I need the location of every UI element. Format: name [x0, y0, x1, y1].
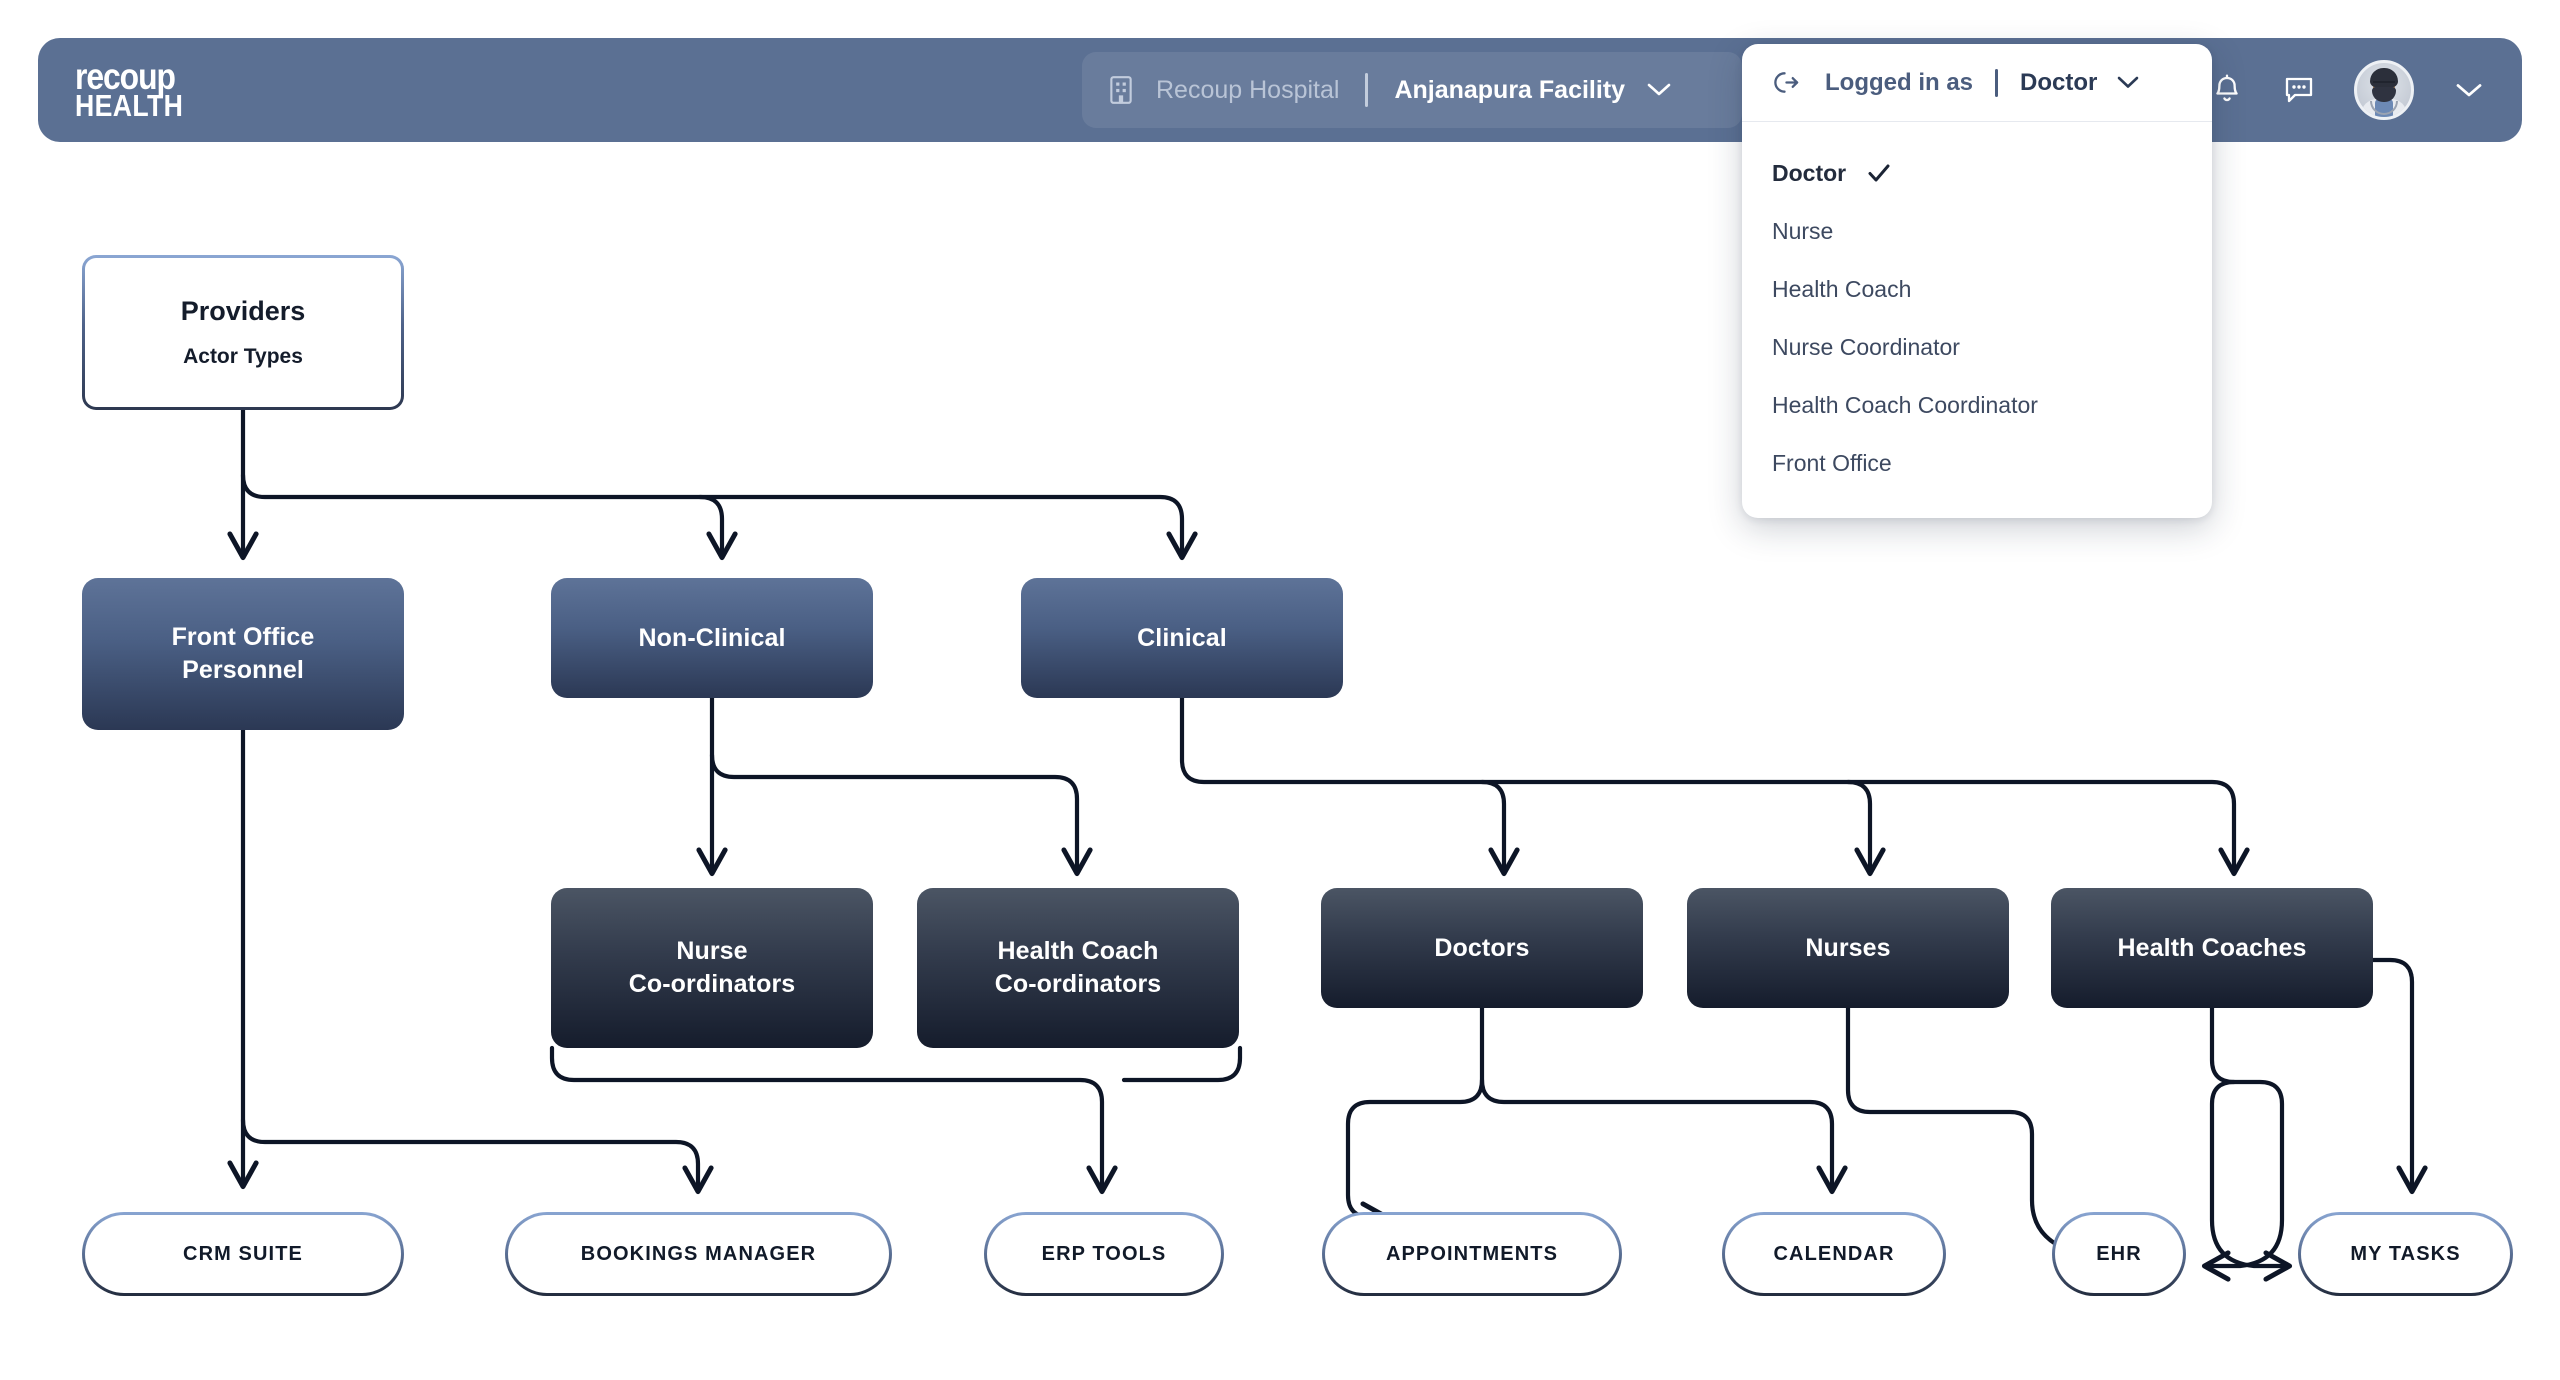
node-label-line1: Health Coach [997, 937, 1159, 965]
notifications-button[interactable] [2210, 73, 2244, 107]
role-option-label: Nurse [1772, 217, 1834, 244]
node-label: MY TASKS [2350, 1242, 2461, 1265]
node-my-tasks[interactable]: MY TASKS [2298, 1212, 2513, 1296]
node-appointments[interactable]: APPOINTMENTS [1322, 1212, 1622, 1296]
avatar-glasses [2373, 81, 2395, 87]
divider [1995, 68, 1999, 97]
recoup-health-logo[interactable]: recoup HEALTH [75, 56, 201, 123]
node-nurse-coordinators[interactable]: Nurse Co-ordinators [551, 888, 873, 1048]
node-crm-suite[interactable]: CRM SUITE [82, 1212, 404, 1296]
role-option-front-office[interactable]: Front Office [1742, 434, 2212, 492]
chevron-down-icon [2118, 76, 2139, 88]
divider [1365, 73, 1369, 107]
chevron-down-icon [1647, 83, 1671, 96]
node-subtitle: Actor Types [183, 345, 303, 369]
role-option-label: Nurse Coordinator [1772, 333, 1960, 360]
node-label-line2: Co-ordinators [994, 970, 1162, 998]
node-calendar[interactable]: CALENDAR [1722, 1212, 1946, 1296]
logo-line-1: recoup [75, 56, 176, 98]
facility-name: Anjanapura Facility [1394, 75, 1626, 104]
node-nurses[interactable]: Nurses [1687, 888, 2009, 1008]
hospital-name: Recoup Hospital [1156, 75, 1340, 104]
node-label: ERP TOOLS [1041, 1242, 1167, 1265]
node-health-coaches[interactable]: Health Coaches [2051, 888, 2373, 1008]
role-option-health-coach-coordinator[interactable]: Health Coach Coordinator [1742, 376, 2212, 434]
role-option-label: Doctor [1772, 159, 1847, 186]
role-switcher-header[interactable]: Logged in as Doctor [1742, 44, 2212, 122]
node-providers[interactable]: Providers Actor Types [82, 255, 404, 410]
profile-menu-button[interactable] [2452, 73, 2486, 107]
header-actions [2210, 38, 2486, 142]
node-label-line1: Clinical [1137, 623, 1227, 652]
node-label-line1: Non-Clinical [638, 623, 786, 652]
node-label-line2: Co-ordinators [628, 970, 796, 998]
node-label: APPOINTMENTS [1385, 1242, 1559, 1265]
node-label: CRM SUITE [183, 1242, 303, 1265]
chat-bubble-icon [2285, 77, 2313, 103]
logged-in-as-label: Logged in as [1825, 68, 1974, 96]
role-option-health-coach[interactable]: Health Coach [1742, 260, 2212, 318]
role-option-nurse-coordinator[interactable]: Nurse Coordinator [1742, 318, 2212, 376]
messages-button[interactable] [2282, 73, 2316, 107]
current-role-value: Doctor [2020, 68, 2098, 96]
node-label-line1: Nurse [676, 937, 748, 965]
bell-icon [2216, 74, 2238, 102]
facility-selector[interactable]: Recoup Hospital Anjanapura Facility [1082, 52, 1742, 128]
node-label-line1: Nurses [1805, 933, 1891, 962]
role-option-label: Health Coach Coordinator [1772, 391, 2038, 418]
node-doctors[interactable]: Doctors [1321, 888, 1643, 1008]
node-label: EHR [2096, 1242, 2142, 1265]
role-option-label: Health Coach [1772, 275, 1912, 302]
node-title: Providers [180, 295, 306, 326]
role-option-doctor[interactable]: Doctor [1742, 144, 2212, 202]
node-erp-tools[interactable]: ERP TOOLS [984, 1212, 1224, 1296]
check-icon [1868, 164, 1890, 182]
node-label: CALENDAR [1773, 1242, 1895, 1265]
node-health-coach-coordinators[interactable]: Health Coach Co-ordinators [917, 888, 1239, 1048]
node-ehr[interactable]: EHR [2052, 1212, 2186, 1296]
role-options-list: Doctor Nurse Health Coach Nurse Coordina… [1742, 122, 2212, 492]
chevron-down-icon [2456, 83, 2482, 96]
node-front-office-personnel[interactable]: Front Office Personnel [82, 578, 404, 730]
building-icon [1110, 76, 1132, 104]
node-label-line2: Personnel [182, 656, 304, 684]
node-label: BOOKINGS MANAGER [580, 1242, 817, 1265]
node-clinical[interactable]: Clinical [1021, 578, 1343, 698]
logout-icon [1774, 72, 1799, 93]
avatar-beard [2372, 87, 2396, 102]
node-non-clinical[interactable]: Non-Clinical [551, 578, 873, 698]
avatar[interactable] [2354, 60, 2414, 120]
node-bookings-manager[interactable]: BOOKINGS MANAGER [505, 1212, 892, 1296]
node-label-line1: Doctors [1434, 933, 1530, 962]
node-label-line1: Health Coaches [2117, 933, 2307, 962]
role-option-label: Front Office [1772, 449, 1892, 476]
logo-line-2: HEALTH [75, 87, 184, 123]
role-switcher-menu: Logged in as Doctor Doctor Nurse Health … [1742, 44, 2212, 518]
node-label-line1: Front Office [171, 623, 315, 651]
role-option-nurse[interactable]: Nurse [1742, 202, 2212, 260]
